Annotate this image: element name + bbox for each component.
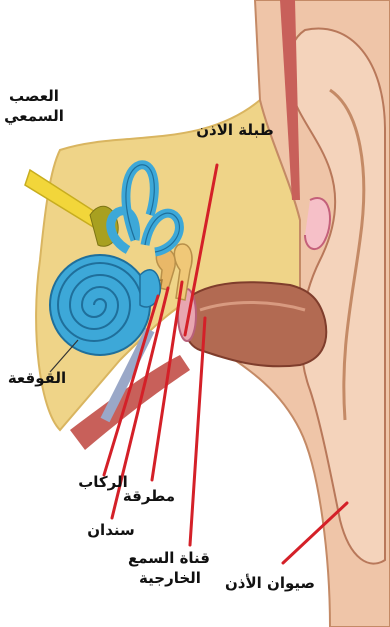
label-ear-canal: قناة السمع الخارجية bbox=[130, 548, 210, 588]
label-auditory-nerve-line2: السمعي bbox=[4, 106, 64, 126]
label-hammer: مطرقة bbox=[118, 486, 180, 506]
label-ear-canal-line2: الخارجية bbox=[130, 568, 210, 588]
label-auditory-nerve: العصب السمعي bbox=[4, 86, 64, 126]
label-cochlea: القوقعة bbox=[2, 368, 72, 388]
label-eardrum: طبلة الاذن bbox=[190, 120, 280, 140]
label-pinna: صيوان الأذن bbox=[220, 573, 320, 593]
label-ear-canal-line1: قناة السمع bbox=[130, 548, 210, 568]
label-anvil: سندان bbox=[80, 520, 142, 540]
label-auditory-nerve-line1: العصب bbox=[4, 86, 64, 106]
